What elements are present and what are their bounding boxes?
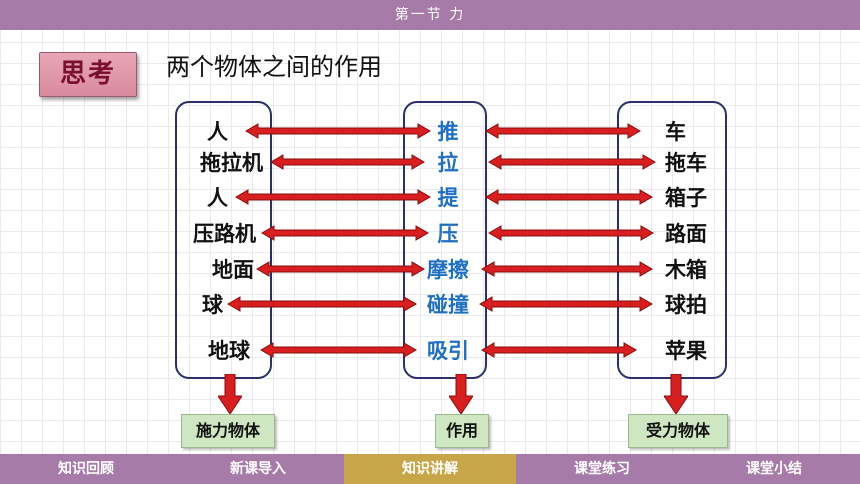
action-label: 摩擦 (427, 258, 469, 282)
double-arrow-icon (256, 261, 425, 277)
double-arrow-icon (260, 342, 417, 358)
receiving-object-label: 球拍 (665, 293, 707, 317)
nav-intro[interactable]: 新课导入 (230, 461, 286, 477)
double-arrow-icon (485, 123, 641, 139)
exerting-object-label: 压路机 (193, 222, 256, 246)
action-label: 吸引 (427, 339, 469, 363)
double-arrow-icon (270, 154, 425, 170)
exerting-object-label: 人 (207, 120, 228, 144)
nav-lecture[interactable]: 知识讲解 (344, 454, 516, 484)
action-label: 碰撞 (427, 293, 469, 317)
tag-exerting-object: 施力物体 (181, 414, 275, 448)
action-label: 推 (437, 120, 459, 144)
tag-receiving-object: 受力物体 (628, 414, 728, 448)
exerting-object-label: 地球 (208, 339, 250, 363)
page-title: 两个物体之间的作用 (166, 53, 382, 81)
header-title: 第一节 力 (0, 0, 860, 30)
action-label: 拉 (437, 151, 459, 175)
receiving-object-label: 木箱 (665, 258, 707, 282)
action-label: 提 (437, 186, 459, 210)
receiving-object-label: 苹果 (665, 339, 707, 363)
down-arrow-icon (664, 374, 688, 414)
down-arrow-icon (218, 374, 242, 414)
exerting-object-label: 地面 (212, 258, 254, 282)
nav-summary[interactable]: 课堂小结 (746, 461, 802, 477)
double-arrow-icon (245, 123, 431, 139)
nav-review[interactable]: 知识回顾 (58, 461, 114, 477)
receiving-object-label: 拖车 (665, 151, 707, 175)
double-arrow-icon (481, 261, 653, 277)
exerting-object-label: 拖拉机 (200, 151, 263, 175)
double-arrow-icon (481, 342, 637, 358)
action-box (403, 101, 487, 379)
exerting-object-label: 人 (207, 186, 228, 210)
receiving-object-label: 路面 (665, 222, 707, 246)
action-label: 压 (437, 222, 459, 246)
exerting-object-box (175, 101, 272, 379)
double-arrow-icon (488, 225, 654, 241)
double-arrow-icon (488, 154, 656, 170)
down-arrow-icon (449, 374, 473, 414)
exerting-object-label: 球 (202, 293, 223, 317)
nav-practice[interactable]: 课堂练习 (574, 461, 630, 477)
double-arrow-icon (485, 189, 653, 205)
double-arrow-icon (261, 225, 429, 241)
receiving-object-label: 箱子 (665, 186, 707, 210)
tag-action: 作用 (435, 414, 489, 448)
think-badge: 思考 (39, 52, 137, 97)
double-arrow-icon (479, 296, 653, 312)
double-arrow-icon (227, 296, 417, 312)
double-arrow-icon (235, 189, 431, 205)
receiving-object-label: 车 (665, 120, 686, 144)
bottom-nav: 知识回顾 新课导入 知识讲解 课堂练习 课堂小结 (0, 454, 860, 484)
